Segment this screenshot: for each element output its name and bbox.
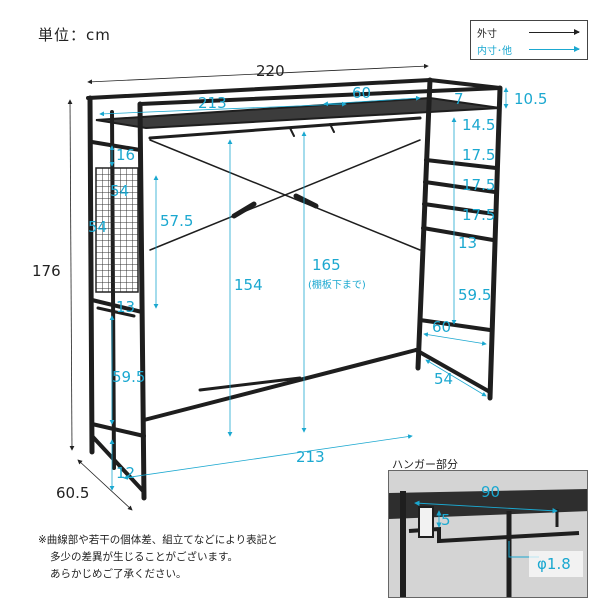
dimension-legend: 外寸 内寸･他: [470, 20, 588, 60]
top-rail-front: [138, 86, 502, 106]
left-front-post: [137, 101, 147, 501]
dim-side-depth-60: 60: [432, 318, 451, 336]
dim-hanger-height: 154: [234, 276, 263, 294]
dim-rung-3: 17.5: [462, 206, 495, 224]
note-line-1: ※曲線部や若干の個体差、組立てなどにより表記と: [38, 534, 278, 546]
dim-outer-depth: 60.5: [56, 484, 89, 502]
hanger-diameter: φ1.8: [537, 555, 571, 573]
dim-outer-width: 220: [256, 62, 285, 80]
dim-shelf-clearance-note: (棚板下まで): [308, 278, 366, 291]
disclaimer-note: ※曲線部や若干の個体差、組立てなどにより表記と 多少の差異が生じることがございま…: [38, 532, 338, 583]
dim-outer-height: 176: [32, 262, 61, 280]
outer-dimensions: [67, 63, 429, 511]
legend-inner-label: 内寸･他: [477, 45, 512, 57]
dim-left-top-gap: 16: [116, 146, 135, 164]
dim-bottom-gap: 12: [116, 464, 135, 482]
dim-mesh-width: 54: [110, 182, 129, 200]
dim-side-lower: 59.5: [458, 286, 491, 304]
dim-shelf-depth: 60: [352, 84, 371, 102]
hanger-inset-title: ハンガー部分: [392, 458, 458, 471]
right-front-post: [487, 85, 503, 401]
dim-rail-height: 10.5: [514, 90, 547, 108]
right-back-post: [415, 77, 433, 371]
legend-outer-label: 外寸: [477, 28, 497, 40]
dim-rung-low: 13: [458, 234, 477, 252]
dim-left-lower: 59.5: [112, 368, 145, 386]
back-bottom-rail: [198, 376, 302, 392]
bottom-front-rail: [142, 348, 418, 422]
hanger-drop: 5: [441, 511, 451, 529]
dim-bottom-width: 213: [296, 448, 325, 466]
left-back-post: [87, 95, 95, 455]
dim-mesh-bottom-gap: 13: [116, 298, 135, 316]
note-line-2: 多少の差異が生じることがございます。: [50, 551, 238, 563]
cross-brace-2: [149, 139, 421, 251]
hanger-inset: 90 5 φ1.8: [388, 470, 588, 598]
note-line-3: あらかじめご了承ください。: [50, 568, 187, 580]
dim-mesh-height: 57.5: [160, 212, 193, 230]
dim-top-rail: 7: [454, 90, 464, 108]
hanger-length: 90: [481, 483, 500, 501]
left-mesh-panel: [95, 167, 139, 293]
hanger-detail-drawing: 90 5 φ1.8: [389, 471, 587, 597]
legend-inner-arrow-icon: [529, 46, 580, 52]
hanger-bar: [148, 116, 422, 140]
rack-frame: [86, 77, 503, 501]
dim-gap-top-rung: 14.5: [462, 116, 495, 134]
unit-label: 単位：cm: [38, 26, 111, 44]
dim-shelf-width: 213: [198, 94, 227, 112]
dim-rung-2: 17.5: [462, 176, 495, 194]
inner-dimensions: [99, 87, 509, 491]
legend-outer-arrow-icon: [529, 29, 580, 35]
dim-mesh-depth: 54: [88, 218, 107, 236]
dim-side-depth-54: 54: [434, 370, 453, 388]
dim-rung-1: 17.5: [462, 146, 495, 164]
dim-shelf-clearance: 165: [312, 256, 341, 274]
